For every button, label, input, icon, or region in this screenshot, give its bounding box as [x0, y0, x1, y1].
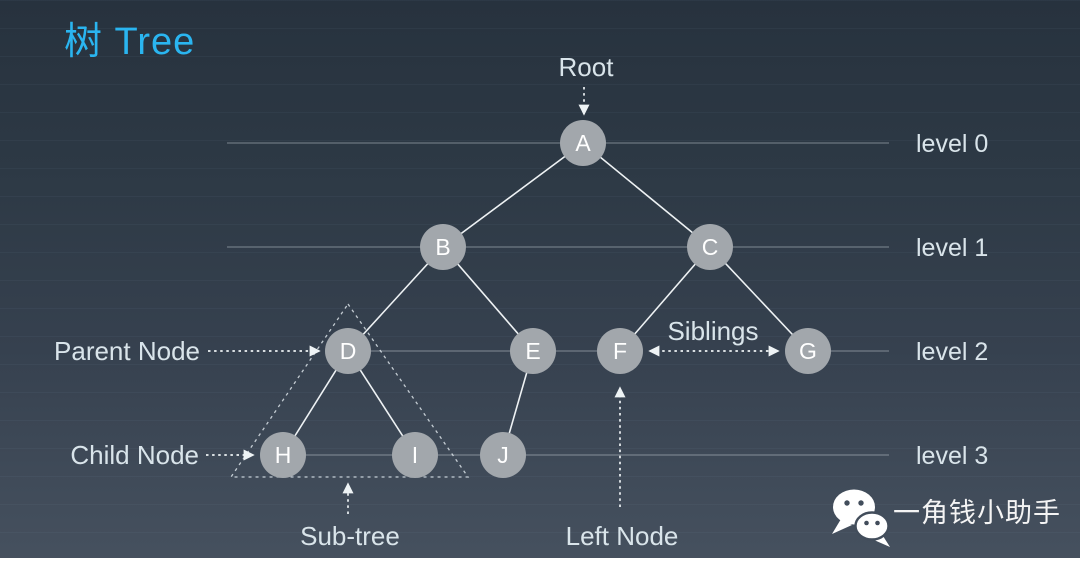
edge-c-g [709, 246, 809, 352]
page-title: 树 Tree [64, 21, 196, 63]
tree-nodes: A B C D E F G H I J [260, 120, 831, 478]
level-3-label: level 3 [916, 442, 988, 470]
tree-node-a [560, 120, 606, 166]
edge-b-d [347, 246, 444, 352]
node-g-label: G [799, 338, 817, 364]
siblings-label: Siblings [667, 316, 758, 346]
level-1-label: level 1 [916, 234, 988, 262]
node-a-label: A [575, 130, 591, 156]
node-b-label: B [435, 234, 450, 260]
tree-edges [282, 142, 809, 456]
level-0-label: level 0 [916, 130, 988, 158]
tree-node-f [597, 328, 643, 374]
subtree-triangle [229, 302, 470, 478]
node-i-label: I [412, 442, 418, 468]
subtree-label: Sub-tree [300, 521, 400, 551]
wechat-logo-icon [832, 489, 890, 547]
edge-a-b [442, 142, 584, 248]
tree-node-d [325, 328, 371, 374]
node-c-label: C [702, 234, 719, 260]
root-label: Root [559, 52, 615, 82]
node-f-label: F [613, 338, 627, 364]
node-j-label: J [497, 442, 509, 468]
child-node-label: Child Node [70, 440, 199, 470]
node-d-label: D [340, 338, 357, 364]
tree-node-b [420, 224, 466, 270]
node-e-label: E [525, 338, 540, 364]
node-h-label: H [275, 442, 292, 468]
left-node-label: Left Node [566, 521, 679, 551]
tree-node-g [785, 328, 831, 374]
level-2-label: level 2 [916, 338, 988, 366]
tree-node-e [510, 328, 556, 374]
watermark-account-name: 一角钱小助手 [893, 498, 1061, 528]
parent-node-label: Parent Node [54, 336, 200, 366]
tree-node-i [392, 432, 438, 478]
edge-a-c [582, 142, 711, 248]
tree-node-c [687, 224, 733, 270]
tree-node-j [480, 432, 526, 478]
tree-node-h [260, 432, 306, 478]
bottom-white-strip [0, 558, 1080, 564]
